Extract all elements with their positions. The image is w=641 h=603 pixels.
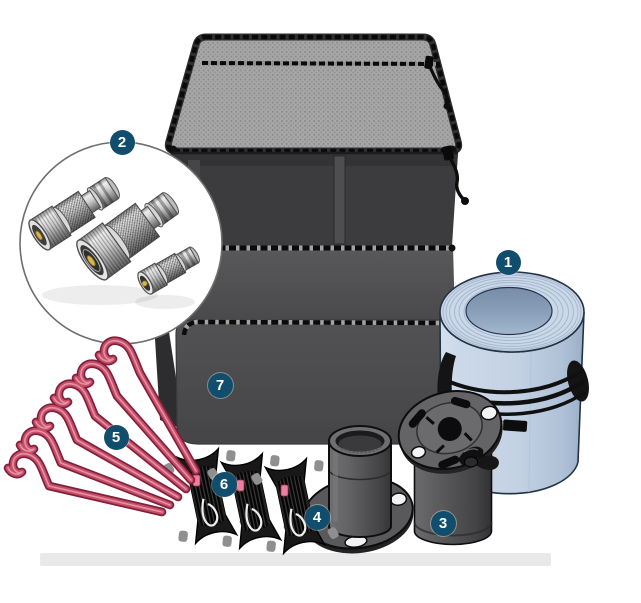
badge-7-label: 7 [215, 376, 225, 394]
badge-4-label: 4 [312, 508, 322, 526]
case-front-wall [162, 246, 455, 320]
zipper-pull-icon [424, 55, 451, 110]
badge-2: 2 [109, 129, 135, 155]
badge-5: 5 [103, 424, 129, 450]
badge-1-label: 1 [503, 253, 513, 271]
badge-2-label: 2 [117, 133, 127, 151]
ground-strip [40, 553, 551, 566]
badge-3-label: 3 [438, 514, 448, 532]
badge-4: 4 [304, 504, 330, 530]
rf-adapter-inset-icon [19, 141, 223, 345]
case-interior [167, 151, 458, 246]
badge-6-label: 6 [219, 475, 229, 493]
n-barrel-adapter-icon [76, 192, 180, 281]
n-adapter-icon [28, 176, 120, 251]
case-lid [164, 33, 463, 155]
badge-3: 3 [430, 510, 456, 536]
badge-7: 7 [207, 372, 233, 398]
badge-1: 1 [495, 249, 521, 275]
bnc-adapter-icon [137, 246, 200, 295]
wing-screw-icon [458, 446, 499, 470]
badge-5-label: 5 [111, 428, 121, 446]
zipper-pull-icon [442, 145, 469, 205]
carrying-case-icon [150, 33, 469, 445]
base-canister-icon [397, 390, 503, 546]
badge-6: 6 [211, 471, 237, 497]
flanged-tube-icon [302, 425, 414, 554]
